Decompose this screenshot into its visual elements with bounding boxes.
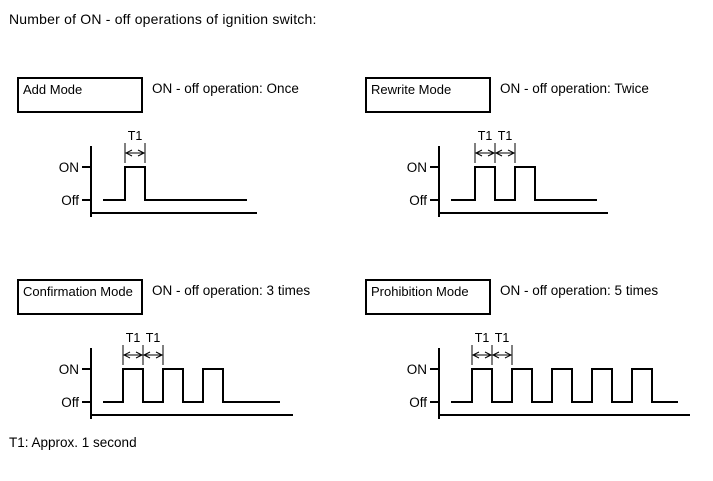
- mode-label: Prohibition Mode: [371, 284, 469, 299]
- t1-arrowhead-right-icon: [155, 351, 164, 359]
- on-level-label: ON: [59, 362, 79, 377]
- on-level-label: ON: [407, 362, 427, 377]
- mode-panel: Add Mode ON - off operation: Once ON Off T…: [17, 77, 365, 229]
- pulse-train: [103, 166, 247, 201]
- page-title: Number of ON - off operations of ignitio…: [9, 11, 317, 27]
- t1-arrowhead-left-icon: [122, 351, 131, 359]
- pulse-train: [451, 368, 678, 403]
- mode-box: Add Mode: [17, 77, 143, 113]
- operation-count-label: ON - off operation: 3 times: [152, 283, 311, 298]
- t1-arrowhead-left-icon: [142, 351, 151, 359]
- t1-arrowhead-left-icon: [471, 351, 480, 359]
- t1-arrowhead-right-icon: [137, 149, 146, 157]
- operation-count-label: ON - off operation: 5 times: [500, 283, 659, 298]
- mode-label: Confirmation Mode: [23, 284, 133, 299]
- ignition-waveform: ON Off T1 T1: [407, 129, 608, 217]
- pulse-train: [451, 166, 597, 201]
- t1-arrowhead-right-icon: [484, 351, 493, 359]
- off-level-label: Off: [409, 193, 427, 208]
- mode-box: Prohibition Mode: [365, 279, 491, 315]
- t1-duration-label: T1: [126, 331, 141, 345]
- ignition-waveform: ON Off T1 T1: [59, 331, 293, 419]
- operation-count-label: ON - off operation: Once: [152, 81, 299, 96]
- t1-duration-label: T1: [475, 331, 490, 345]
- operation-count-label: ON - off operation: Twice: [500, 81, 649, 96]
- t1-arrowhead-right-icon: [507, 149, 516, 157]
- t1-duration-label: T1: [478, 129, 493, 143]
- t1-arrowhead-left-icon: [474, 149, 483, 157]
- t1-duration-label: T1: [495, 331, 510, 345]
- t1-arrowhead-left-icon: [491, 351, 500, 359]
- on-level-label: ON: [59, 160, 79, 175]
- t1-arrowhead-left-icon: [124, 149, 133, 157]
- off-level-label: Off: [409, 395, 427, 410]
- mode-box: Confirmation Mode: [17, 279, 143, 315]
- t1-arrowhead-right-icon: [135, 351, 144, 359]
- t1-arrowhead-left-icon: [494, 149, 503, 157]
- mode-label: Rewrite Mode: [371, 82, 452, 97]
- mode-panel: Rewrite Mode ON - off operation: Twice O…: [365, 77, 713, 229]
- mode-panel: Confirmation Mode ON - off operation: 3 …: [17, 279, 365, 431]
- t1-duration-label: T1: [146, 331, 161, 345]
- t1-arrowhead-right-icon: [504, 351, 513, 359]
- pulse-train: [103, 368, 280, 403]
- t1-duration-label: T1: [498, 129, 513, 143]
- ignition-waveform: ON Off T1 T1: [407, 331, 690, 419]
- mode-label: Add Mode: [23, 82, 83, 97]
- off-level-label: Off: [61, 193, 79, 208]
- mode-box: Rewrite Mode: [365, 77, 491, 113]
- ignition-waveform: ON Off T1: [59, 129, 257, 217]
- t1-duration-label: T1: [128, 129, 143, 143]
- on-level-label: ON: [407, 160, 427, 175]
- t1-arrowhead-right-icon: [487, 149, 496, 157]
- off-level-label: Off: [61, 395, 79, 410]
- mode-panel: Prohibition Mode ON - off operation: 5 t…: [365, 279, 713, 431]
- t1-footnote: T1: Approx. 1 second: [9, 435, 137, 450]
